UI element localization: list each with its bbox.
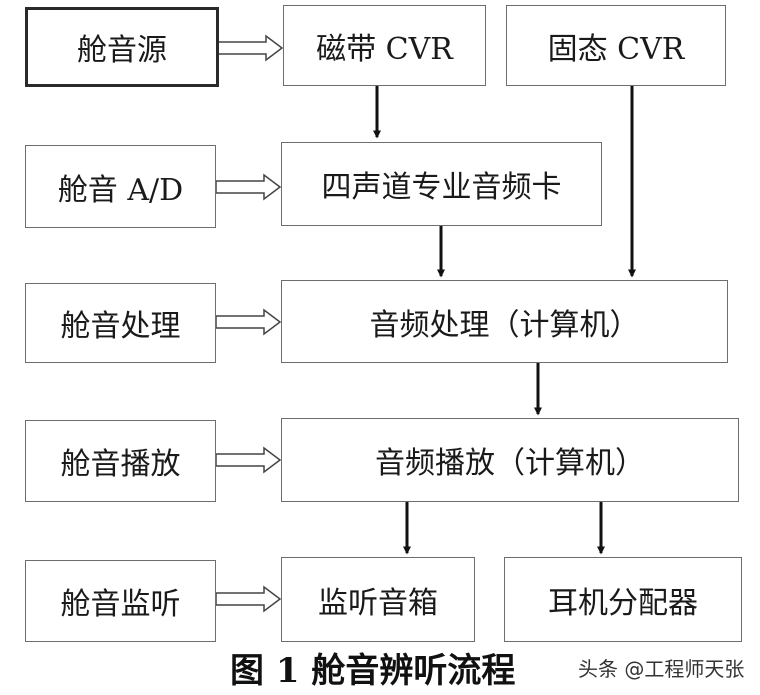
- cabin-processing-box: 舱音处理: [25, 283, 216, 363]
- cabin-source-box: 舱音源: [25, 7, 219, 87]
- tape-cvr-box: 磁带 CVR: [283, 5, 486, 86]
- four-channel-audio-card-box: 四声道专业音频卡: [281, 142, 602, 226]
- cabin-ad-box: 舱音 A/D: [25, 145, 216, 228]
- hollow-arrow-playback: [215, 446, 282, 474]
- hollow-arrow-ad-to-card: [215, 173, 282, 201]
- audio-processing-box: 音频处理（计算机）: [281, 280, 728, 363]
- hollow-arrow-monitoring: [215, 585, 282, 613]
- watermark-text: 头条 @工程师天张: [578, 657, 745, 681]
- solid-cvr-box: 固态 CVR: [506, 5, 726, 86]
- hollow-arrow-source-to-tape: [217, 34, 284, 62]
- figure-caption: 图 1 舱音辨听流程: [230, 651, 516, 691]
- audio-playback-box: 音频播放（计算机）: [281, 418, 739, 502]
- cabin-monitoring-box: 舱音监听: [25, 560, 216, 642]
- cabin-playback-box: 舱音播放: [25, 420, 216, 502]
- headphone-distributor-box: 耳机分配器: [504, 557, 742, 642]
- monitor-speaker-box: 监听音箱: [281, 557, 475, 642]
- hollow-arrow-processing: [215, 308, 282, 336]
